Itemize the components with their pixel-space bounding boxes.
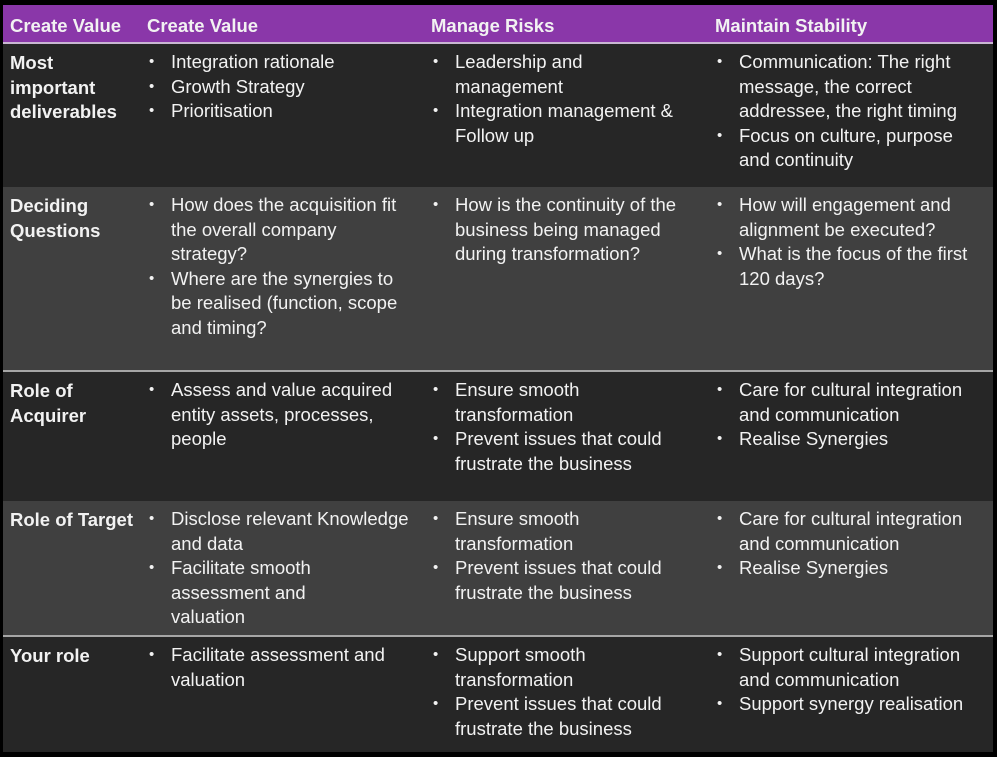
table-cell: Communication: The right message, the co…	[708, 44, 993, 187]
list-item: How will engagement and alignment be exe…	[715, 193, 986, 242]
header-cell: Maintain Stability	[708, 5, 993, 44]
list-item: Focus on culture, purpose and continuity	[715, 124, 986, 173]
table-cell: How does the acquisition fit the overall…	[140, 187, 424, 370]
list-item: Facilitate assessment and valuation	[147, 643, 417, 692]
table-cell: How will engagement and alignment be exe…	[708, 187, 993, 370]
table-cell: Care for cultural integration and commun…	[708, 370, 993, 501]
list-item: Support smooth transformation	[431, 643, 701, 692]
table-cell: Support cultural integration and communi…	[708, 635, 993, 752]
table-cell: Disclose relevant Knowledge and data Fac…	[140, 501, 424, 635]
row-label: Your role	[3, 635, 140, 752]
list-item: Leadership and management	[431, 50, 701, 99]
list-item: How does the acquisition fit the overall…	[147, 193, 417, 267]
row-label: Role of Target	[3, 501, 140, 635]
list-item: What is the focus of the first 120 days?	[715, 242, 986, 291]
list-item: Prevent issues that could frustrate the …	[431, 556, 701, 605]
list-item: Assess and value acquired entity assets,…	[147, 378, 417, 452]
table-cell: Support smooth transformation Prevent is…	[424, 635, 708, 752]
list-item: Integration management & Follow up	[431, 99, 701, 148]
list-item: Prevent issues that could frustrate the …	[431, 427, 701, 476]
row-label: Role of Acquirer	[3, 370, 140, 501]
header-cell: Create Value	[3, 5, 140, 44]
table-cell: How is the continuity of the business be…	[424, 187, 708, 370]
table-cell: Assess and value acquired entity assets,…	[140, 370, 424, 501]
list-item: Realise Synergies	[715, 427, 986, 452]
list-item: Facilitate smooth assessment and valuati…	[147, 556, 417, 630]
list-item: Ensure smooth transformation	[431, 378, 701, 427]
value-matrix-table: Create Value Create Value Manage Risks M…	[3, 5, 993, 752]
list-item: Communication: The right message, the co…	[715, 50, 986, 124]
row-label: Deciding Questions	[3, 187, 140, 370]
list-item: Care for cultural integration and commun…	[715, 507, 986, 556]
row-label: Most important deliverables	[3, 44, 140, 187]
list-item: Care for cultural integration and commun…	[715, 378, 986, 427]
list-item: Support cultural integration and communi…	[715, 643, 986, 692]
list-item: Realise Synergies	[715, 556, 986, 581]
table-cell: Ensure smooth transformation Prevent iss…	[424, 501, 708, 635]
list-item: Prevent issues that could frustrate the …	[431, 692, 701, 741]
list-item: Growth Strategy	[147, 75, 417, 100]
table-cell: Integration rationale Growth Strategy Pr…	[140, 44, 424, 187]
table-cell: Ensure smooth transformation Prevent iss…	[424, 370, 708, 501]
list-item: How is the continuity of the business be…	[431, 193, 701, 267]
header-cell: Manage Risks	[424, 5, 708, 44]
table-cell: Facilitate assessment and valuation	[140, 635, 424, 752]
list-item: Disclose relevant Knowledge and data	[147, 507, 417, 556]
list-item: Integration rationale	[147, 50, 417, 75]
header-cell: Create Value	[140, 5, 424, 44]
list-item: Ensure smooth transformation	[431, 507, 701, 556]
list-item: Prioritisation	[147, 99, 417, 124]
table-cell: Leadership and management Integration ma…	[424, 44, 708, 187]
list-item: Support synergy realisation	[715, 692, 986, 717]
table-cell: Care for cultural integration and commun…	[708, 501, 993, 635]
list-item: Where are the synergies to be realised (…	[147, 267, 417, 341]
